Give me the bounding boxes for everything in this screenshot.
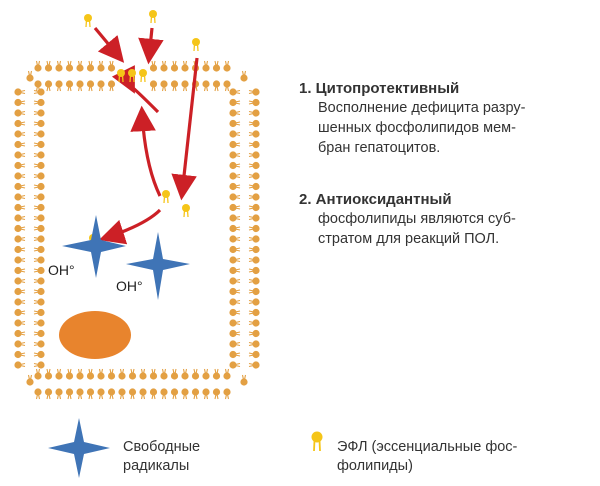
legend-efl-line-1: ЭФЛ (эссенциальные фос-	[337, 439, 518, 455]
legend-radical-icon	[48, 418, 110, 478]
item-1-line-3: бран гепатоцитов.	[318, 140, 441, 156]
item-2-line-1: фосфолипиды являются суб-	[318, 211, 516, 227]
legend-radicals-line-1: Свободные	[123, 439, 201, 455]
free-radical-1	[62, 215, 126, 278]
item-2-title: 2. Антиоксидантный	[299, 191, 452, 208]
item-1-line-1: Восполнение дефицита разру-	[318, 100, 526, 116]
free-radical-2	[126, 232, 190, 300]
cell-membrane	[13, 60, 261, 400]
legend-efl-icon	[311, 431, 323, 452]
radical-label-2: OH°	[116, 278, 143, 294]
red-arrows	[93, 26, 199, 245]
nucleus	[59, 311, 131, 359]
item-1-title: 1. Цитопротективный	[299, 80, 460, 97]
legend-radicals-line-2: радикалы	[123, 458, 190, 474]
radical-label-1: OH°	[48, 262, 75, 278]
item-1-line-2: шенных фосфолипидов мем-	[318, 120, 516, 136]
legend-efl-line-2: фолипиды)	[337, 458, 413, 474]
item-2-line-2: стратом для реакций ПОЛ.	[318, 231, 500, 247]
